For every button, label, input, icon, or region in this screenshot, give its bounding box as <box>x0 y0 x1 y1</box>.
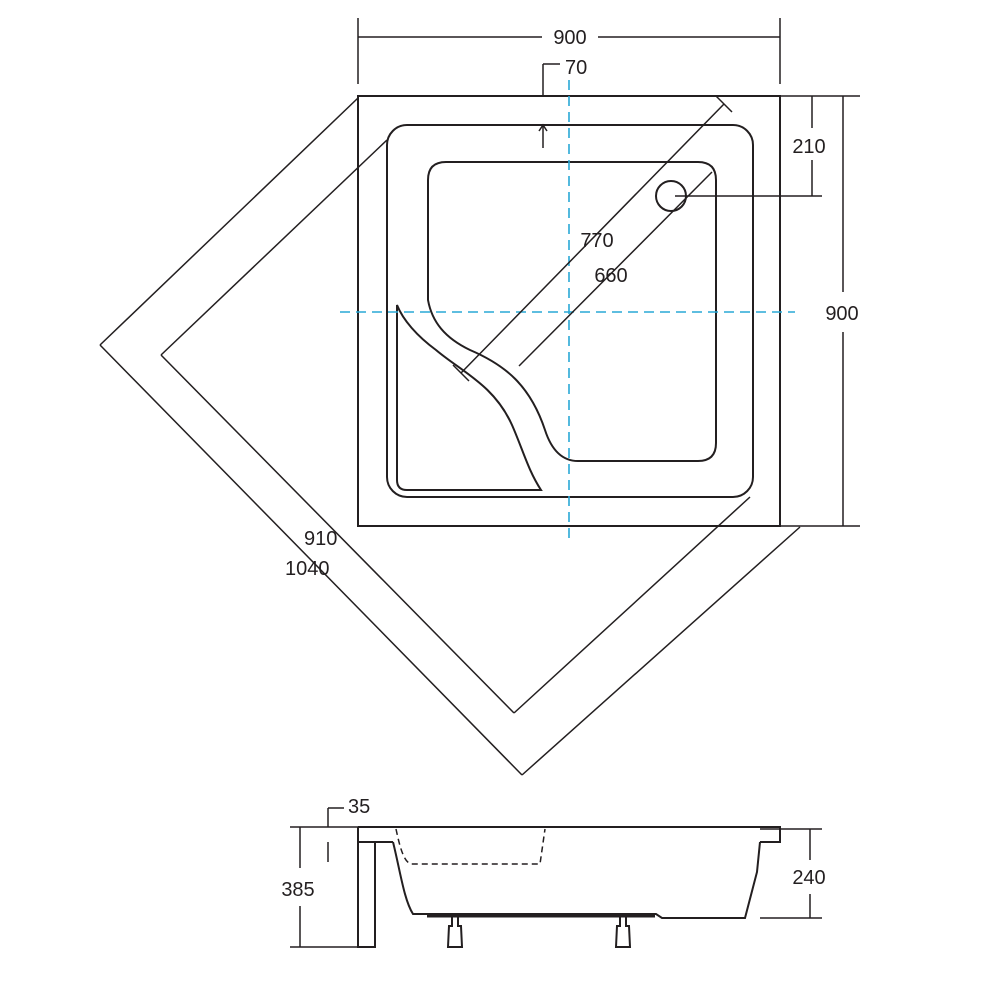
tray-rim-inner-outline <box>386 124 754 498</box>
side-rim <box>358 826 781 843</box>
dim-drain-offset-label: 210 <box>792 136 825 158</box>
top-view <box>357 95 822 527</box>
dim-side-rim <box>327 807 344 862</box>
dim-side-tray <box>760 828 822 919</box>
dim-diag-inner-label: 770 <box>580 230 613 252</box>
dim-top-width-label: 900 <box>553 27 586 49</box>
side-hidden-floor <box>395 828 546 865</box>
side-tray-body <box>392 841 761 919</box>
side-view <box>357 826 781 948</box>
seat-outline <box>396 304 543 491</box>
dim-diag-1040-label: 1040 <box>285 558 330 580</box>
dim-top-width <box>357 18 781 84</box>
dim-diag-1040 <box>99 97 801 776</box>
side-foot-right <box>614 916 632 948</box>
dim-diag-inner <box>452 95 733 382</box>
side-foot-left <box>446 916 464 948</box>
dim-diag-910 <box>160 139 751 714</box>
shower-floor-outline <box>427 161 717 462</box>
dim-side-total <box>290 826 370 948</box>
dim-side-tray-label: 240 <box>792 867 825 889</box>
dim-rim-width-label: 70 <box>565 57 587 79</box>
dim-diag-910-label: 910 <box>304 528 337 550</box>
side-apron <box>357 827 376 948</box>
dim-side-rim-label: 35 <box>348 796 370 818</box>
dim-right-height-label: 900 <box>825 303 858 325</box>
dim-diag-floor <box>518 171 713 367</box>
center-lines <box>340 80 795 540</box>
dim-diag-floor-label: 660 <box>594 265 627 287</box>
dim-rim-width <box>538 63 560 148</box>
dim-side-total-label: 385 <box>281 879 314 901</box>
dim-right-height <box>780 95 860 527</box>
